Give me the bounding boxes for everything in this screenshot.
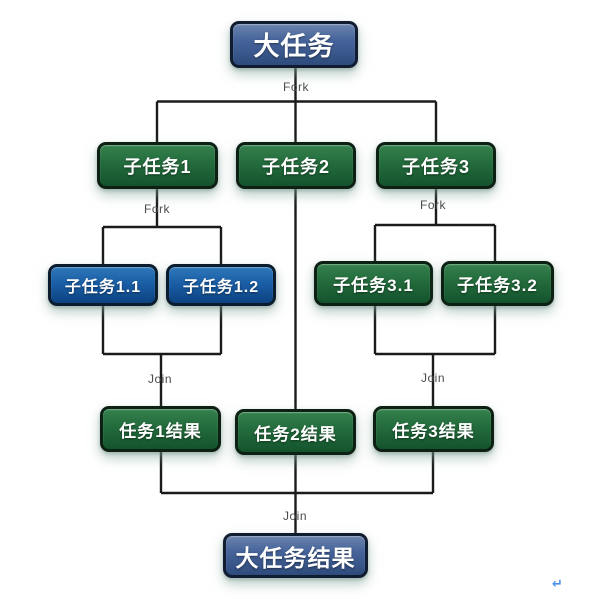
node-final-result: 大任务结果 [223,533,368,578]
node-subtask-2: 子任务2 [236,142,356,189]
return-cursor-icon: ↵ [552,577,563,592]
node-subtask-1-2: 子任务1.2 [166,264,276,306]
node-result-1: 任务1结果 [100,406,221,452]
fork-label-right: Fork [420,198,446,212]
fork-label-top: Fork [283,80,309,94]
node-subtask-1: 子任务1 [97,142,218,189]
join-label-left: Join [147,372,173,386]
node-subtask-1-1: 子任务1.1 [48,264,158,306]
fork-label-left: Fork [144,202,170,216]
node-subtask-3-1: 子任务3.1 [314,261,433,306]
node-subtask-3-2: 子任务3.2 [441,261,554,306]
node-main-task: 大任务 [230,21,358,68]
node-result-2: 任务2结果 [235,409,356,455]
join-label-right: Join [420,371,446,385]
node-result-3: 任务3结果 [373,406,494,452]
node-subtask-3: 子任务3 [376,142,496,189]
join-label-bottom: Join [282,509,308,523]
